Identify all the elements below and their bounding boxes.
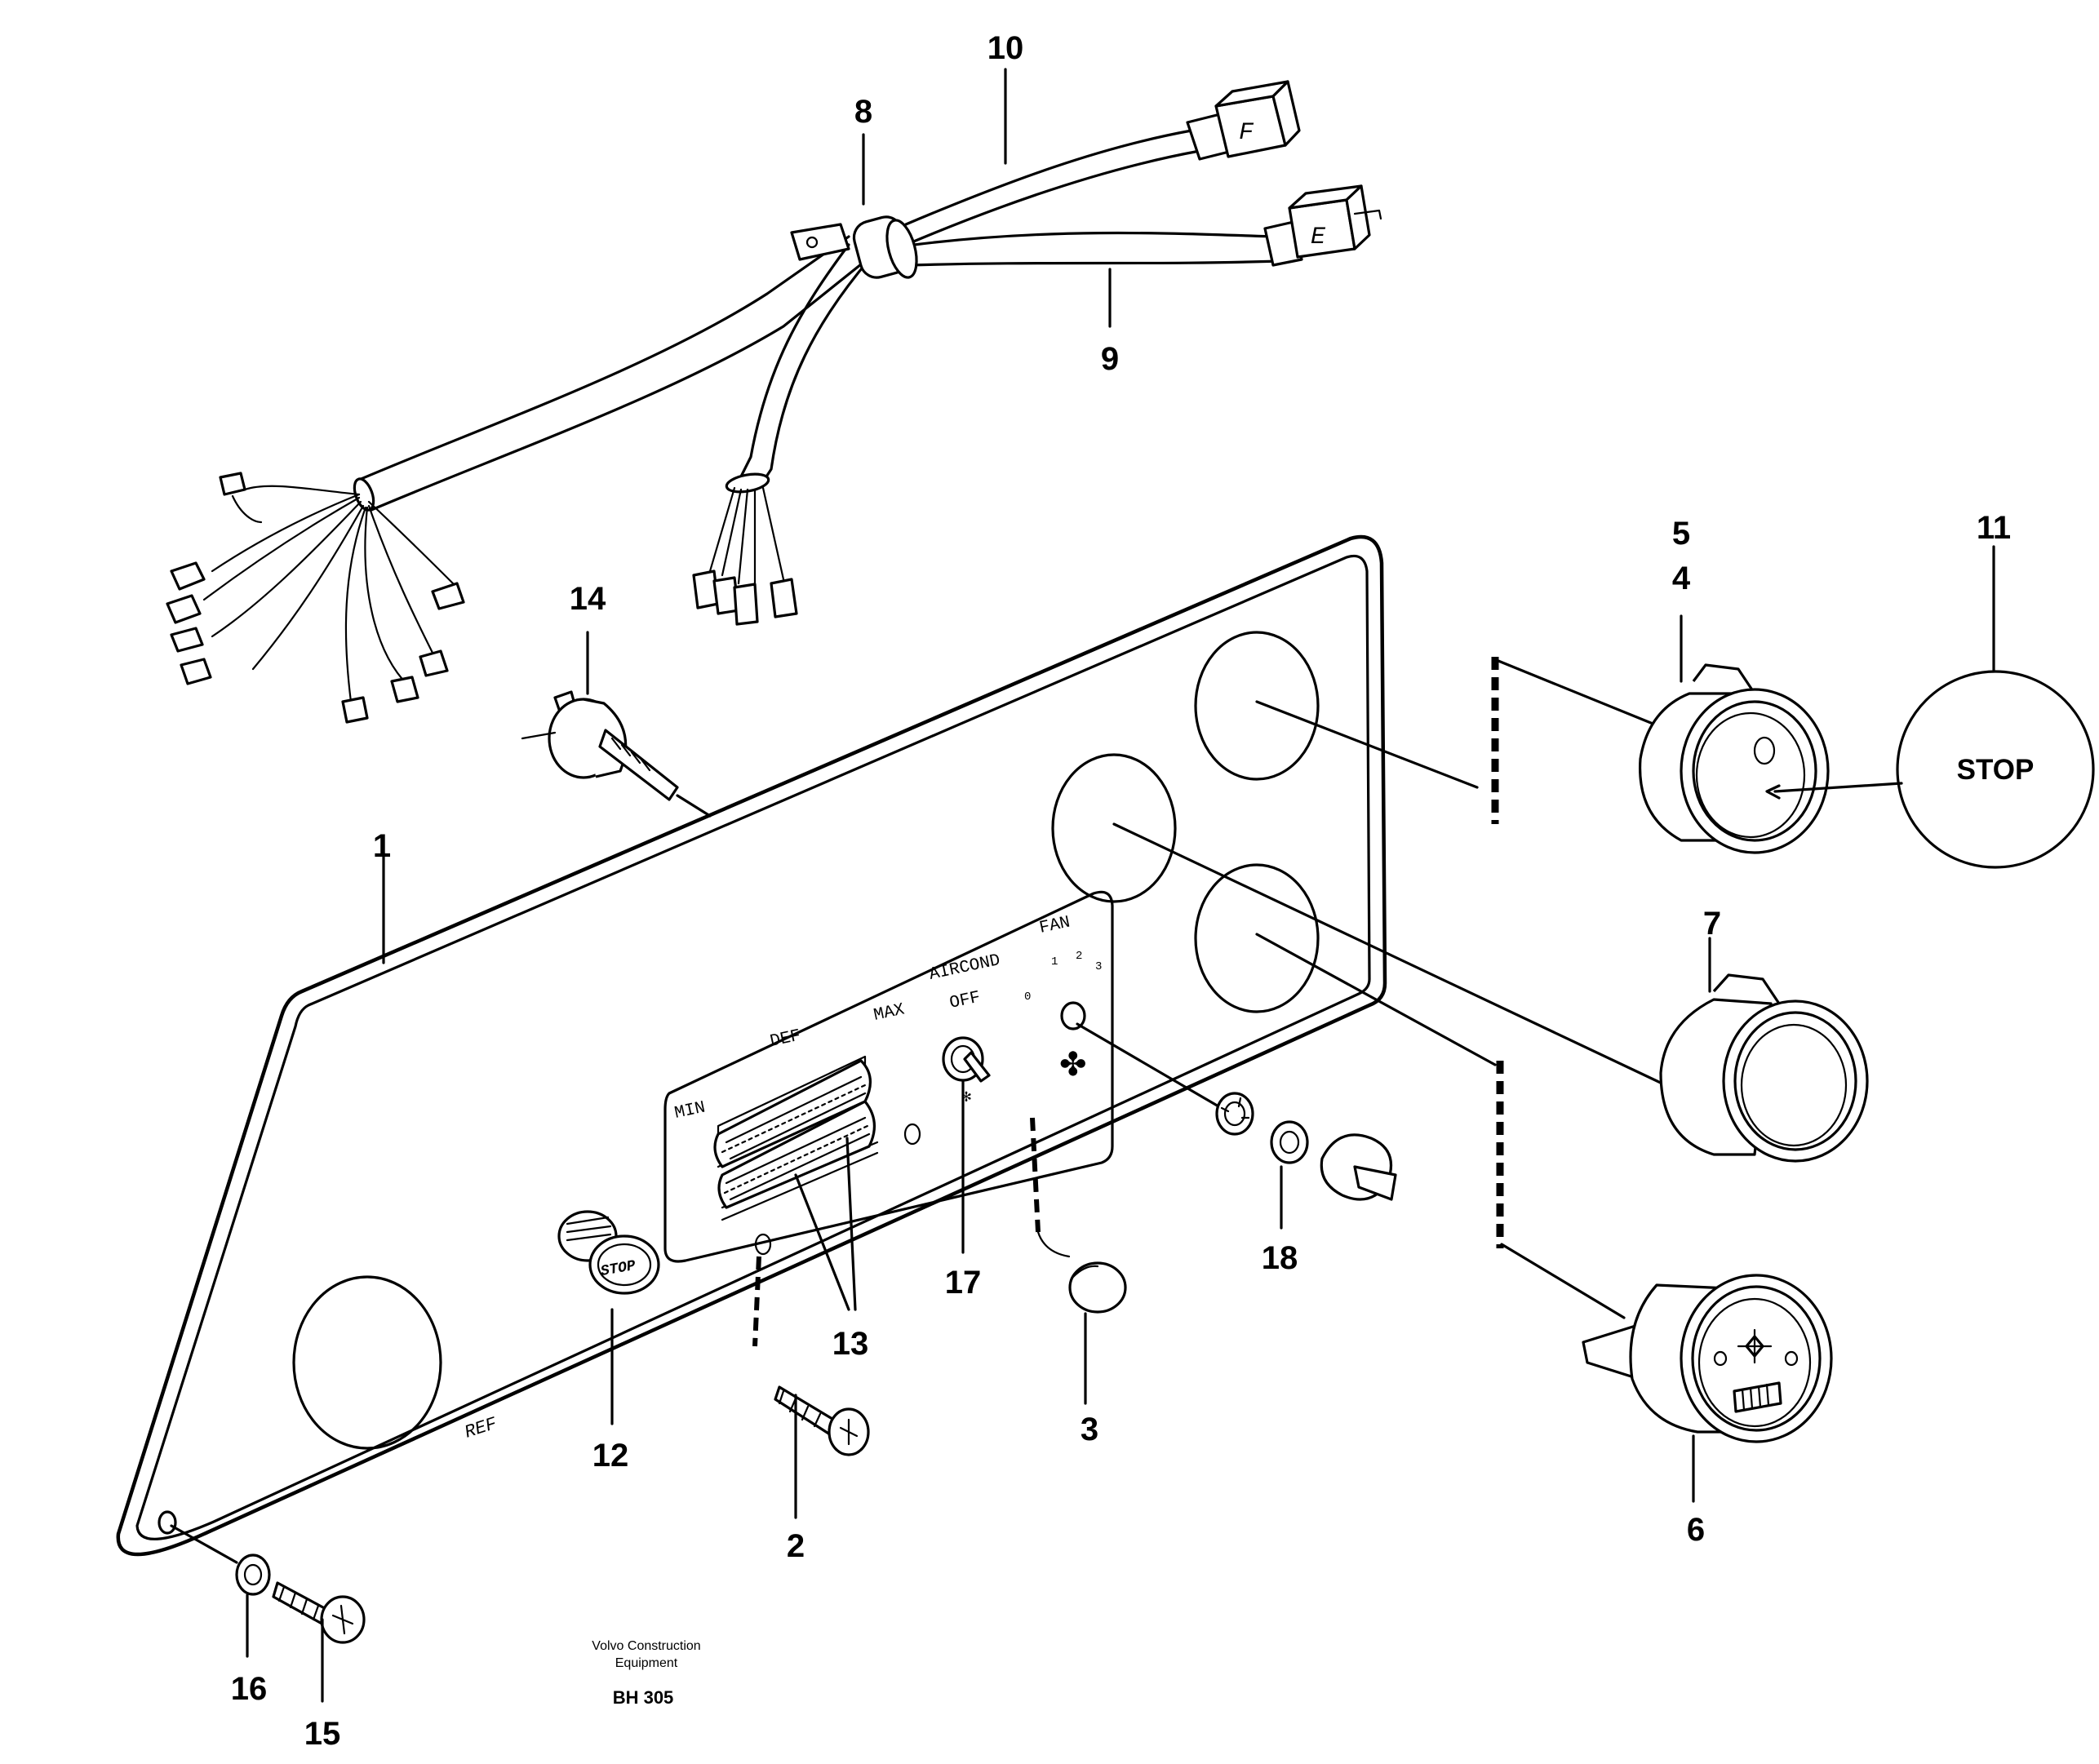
connector-f-label: F	[1239, 119, 1254, 147]
callout-7: 7	[1703, 906, 1721, 942]
fan-knob-assembly	[1076, 1022, 1397, 1201]
left-gauge-hole	[292, 1275, 442, 1450]
footer-line2: Equipment	[615, 1656, 678, 1670]
fan-knob-hole	[1060, 1001, 1086, 1030]
stop-button: STOP	[557, 1210, 660, 1295]
callout-18: 18	[1262, 1240, 1298, 1276]
callout-12: 12	[592, 1438, 629, 1474]
gauge-hole-a	[1051, 753, 1177, 903]
callout-4: 4	[1672, 561, 1691, 596]
fan-icon: ✤	[1059, 1046, 1087, 1084]
footer-code: BH 305	[613, 1687, 674, 1708]
label-min: MIN	[673, 1098, 708, 1123]
ref-marking: REF	[462, 1413, 499, 1443]
label-off: OFF	[948, 988, 983, 1013]
screw-2	[752, 1233, 870, 1456]
gauge-6	[1255, 933, 1833, 1443]
connector-e: E	[1263, 184, 1382, 267]
label-fan-3: 3	[1095, 960, 1102, 973]
callout-1: 1	[373, 828, 391, 864]
screw-15-washer-16	[170, 1524, 366, 1644]
callout-13: 13	[832, 1326, 869, 1362]
callout-3: 3	[1081, 1412, 1098, 1447]
label-fan-2: 2	[1076, 950, 1082, 963]
gauge-hole-b	[1194, 631, 1320, 781]
callout-16: 16	[231, 1671, 268, 1707]
callout-numbers: 1 2 3 4 5 6 7 8 9 10 11 12 13 14 15 16 1…	[231, 30, 2011, 1752]
label-max: MAX	[872, 1000, 907, 1025]
stop-symbol-detail: STOP	[1896, 670, 2095, 869]
temperature-wheels	[713, 1059, 876, 1209]
footer-line1: Volvo Construction	[592, 1639, 700, 1653]
wiring-harness: F E	[166, 80, 1382, 724]
callout-17: 17	[945, 1265, 982, 1301]
instrument-panel: REF	[116, 534, 1387, 1557]
rotary-switch	[521, 690, 712, 818]
callout-5: 5	[1672, 516, 1690, 552]
gauge-4	[1255, 657, 1903, 854]
callout-11: 11	[1977, 510, 2011, 546]
connector-f: F	[1186, 80, 1301, 161]
cap-3	[1030, 1117, 1127, 1314]
gauge-hole-c	[1194, 863, 1320, 1013]
connector-e-label: E	[1311, 224, 1326, 251]
callout-10: 10	[987, 30, 1024, 66]
callout-2: 2	[787, 1528, 805, 1564]
leader-lines	[246, 68, 1995, 1703]
label-aircond: AIRCOND	[928, 951, 1002, 985]
label-fan-0: 0	[1024, 991, 1031, 1004]
lower-wire-fanout	[692, 472, 798, 626]
label-fan-1: 1	[1051, 955, 1058, 968]
callout-14: 14	[570, 581, 606, 617]
label-def: DEF	[769, 1026, 803, 1051]
gauge-7	[1112, 822, 1869, 1163]
callout-6: 6	[1687, 1512, 1705, 1548]
aircond-switch: ✻	[942, 1036, 991, 1107]
stop-detail-label: STOP	[1957, 754, 2035, 786]
left-wire-fanout	[166, 472, 465, 724]
callout-9: 9	[1101, 341, 1119, 377]
footer: Volvo Construction Equipment BH 305	[592, 1639, 700, 1708]
control-subpanel: MIN DEF MAX AIRCOND OFF FAN 0 1 2 3 ✻ ✤	[663, 890, 1114, 1263]
callout-15: 15	[304, 1716, 341, 1752]
callout-8: 8	[854, 94, 872, 130]
